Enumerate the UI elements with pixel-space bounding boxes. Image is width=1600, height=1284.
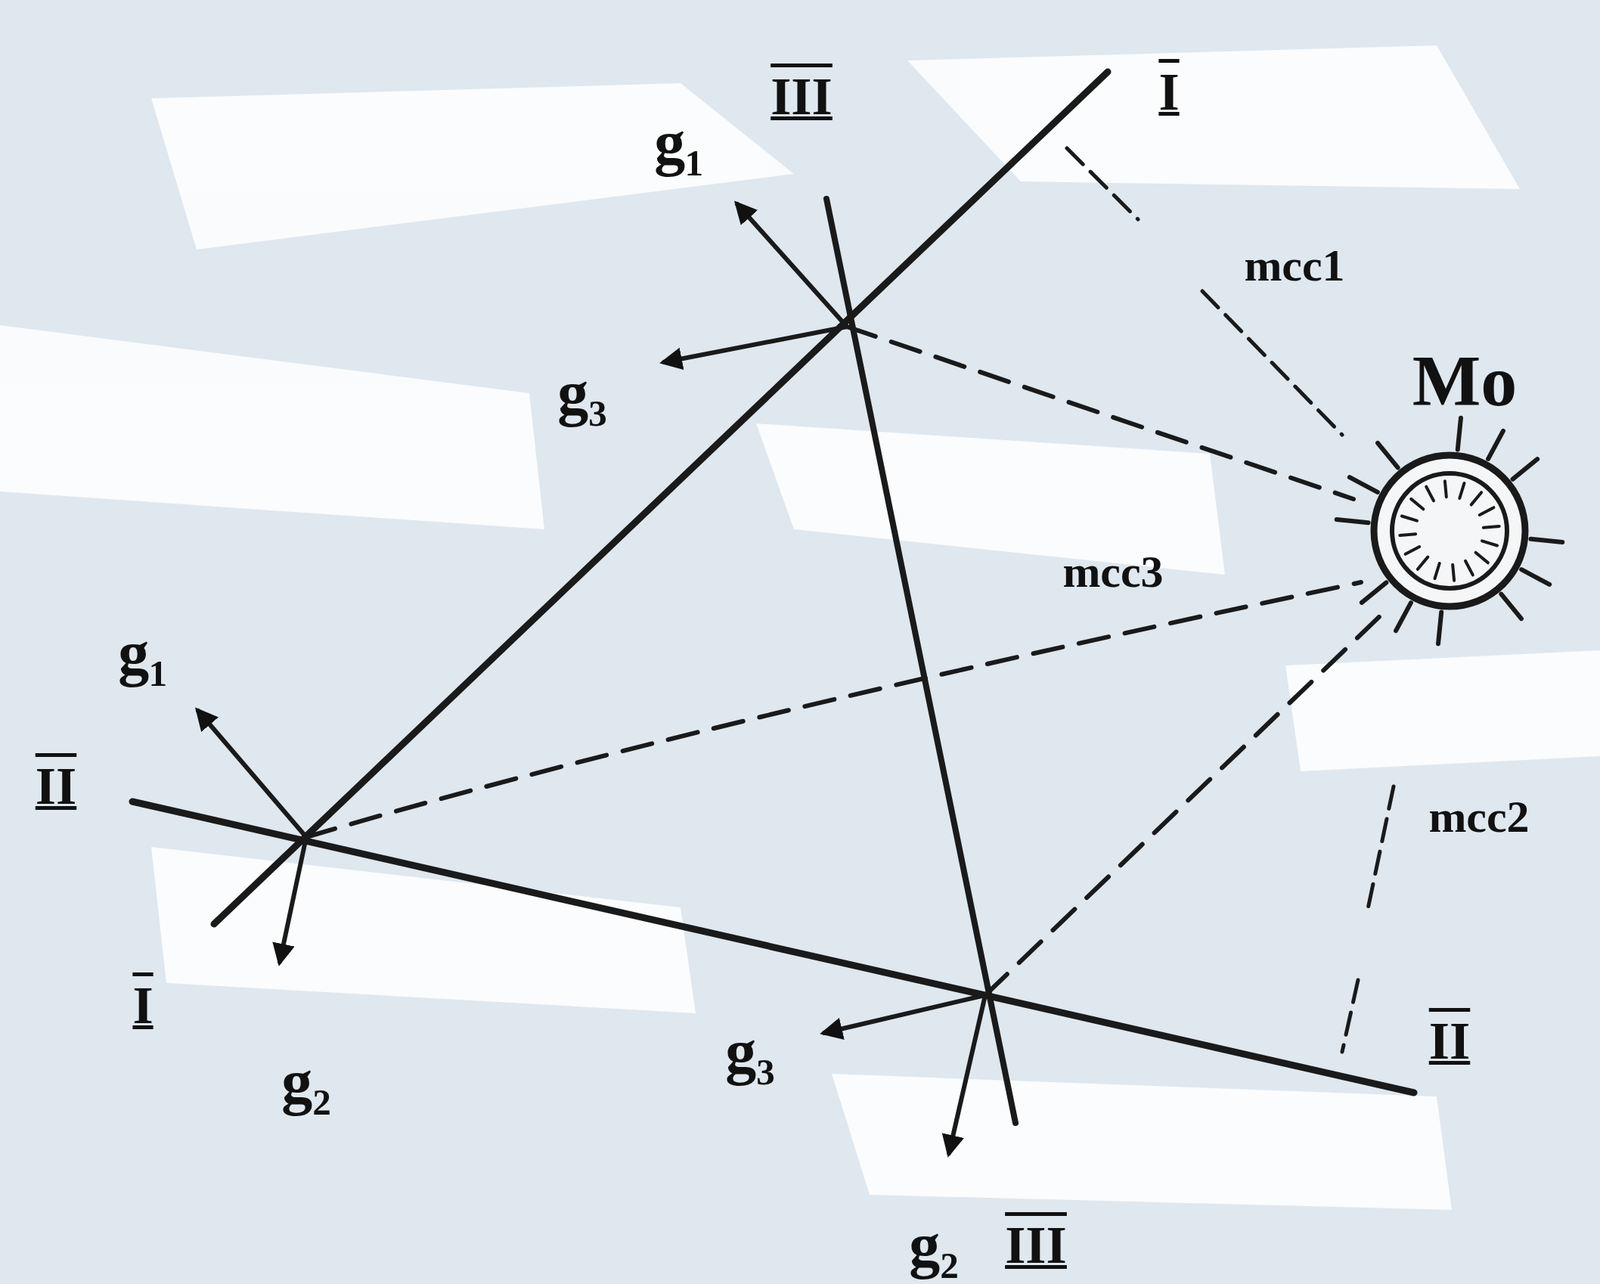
g1-arrow [198, 710, 307, 838]
dashed-line [846, 326, 1354, 500]
symbol-label: g₂ [281, 1051, 332, 1114]
sun-node: Mo [1328, 409, 1571, 652]
line-i [213, 71, 1108, 925]
g3-arrow [663, 326, 847, 363]
symbol-label: mcc1 [1243, 242, 1345, 289]
symbol-label: g₁ [117, 622, 168, 685]
node-label: Mo [1412, 344, 1518, 418]
symbol-label: g₁ [654, 111, 704, 174]
sun-symbol [1328, 409, 1571, 652]
g2-arrow [948, 995, 986, 1154]
line-label: I [1158, 65, 1179, 119]
line-label: II [1429, 1014, 1470, 1068]
symbol-label: g₃ [557, 362, 608, 425]
line-iii [826, 198, 1016, 1123]
leader-line [1342, 979, 1359, 1052]
leader-line [1066, 148, 1138, 220]
leader-line [1367, 786, 1394, 909]
line-label: III [770, 70, 833, 124]
g3-arrow [824, 995, 986, 1033]
symbol-label: g₃ [725, 1020, 776, 1083]
line-label: III [1004, 1218, 1067, 1272]
dashed-line [985, 612, 1384, 996]
symbol-label: mcc3 [1062, 548, 1163, 595]
g2-arrow [279, 837, 307, 962]
symbol-label: mcc2 [1428, 793, 1529, 840]
symbol-label: g₂ [908, 1214, 959, 1277]
line-label: I [132, 979, 153, 1033]
leader-line [1202, 291, 1343, 435]
dashed-line [306, 582, 1362, 838]
line-ii [132, 801, 1414, 1093]
line-label: II [35, 759, 77, 813]
g1-arrow [737, 204, 847, 327]
